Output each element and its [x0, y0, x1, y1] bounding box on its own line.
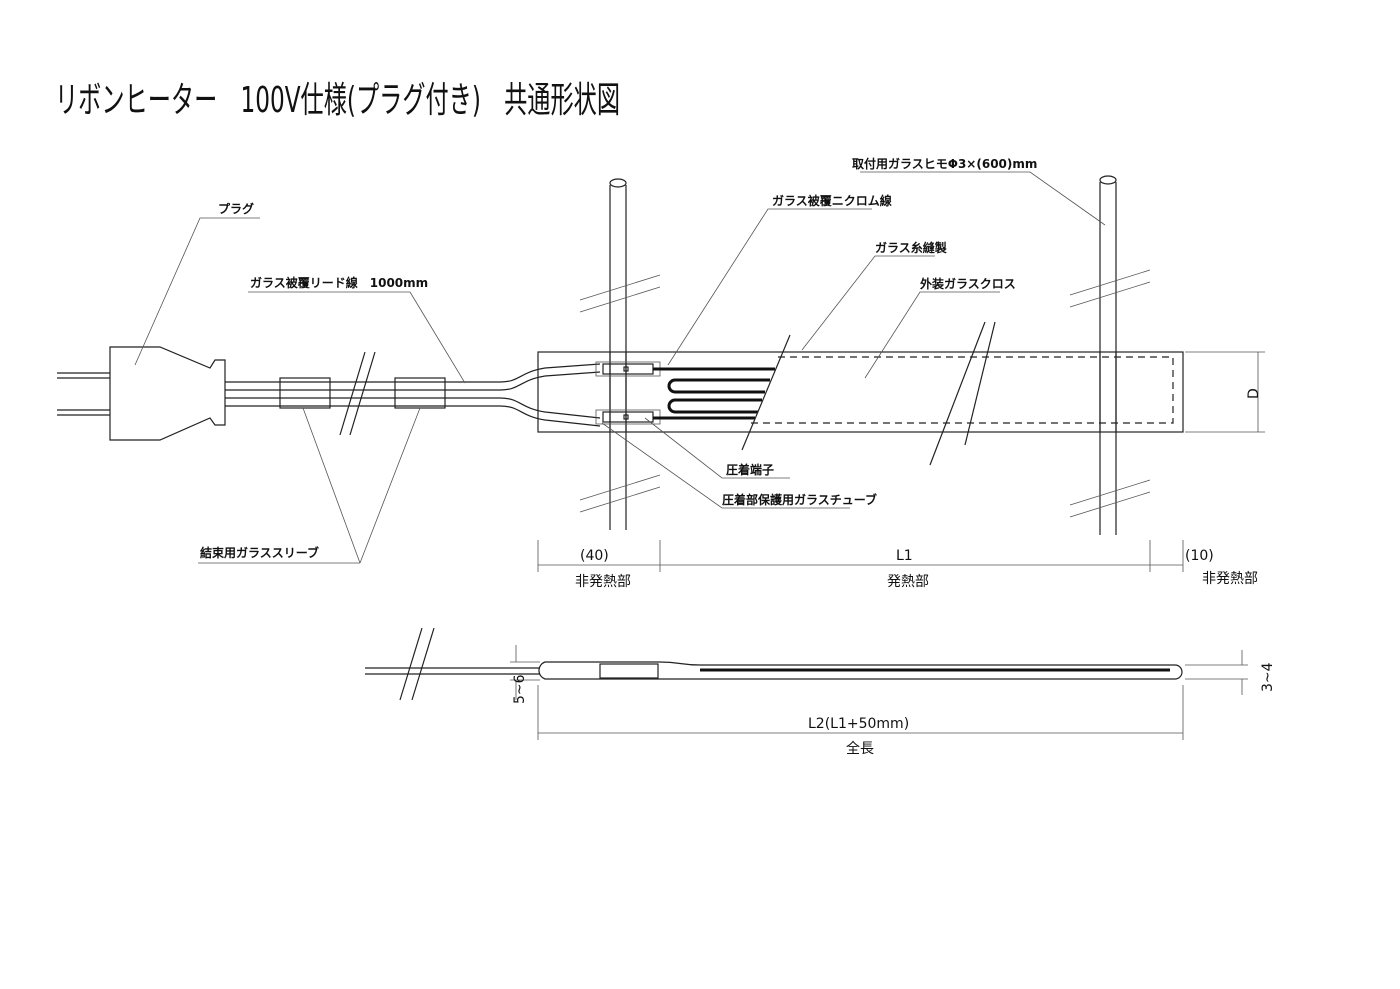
label-nichrome-wire: ガラス被覆ニクロム線 [772, 193, 892, 208]
binding-sleeve-1 [279, 377, 331, 409]
width-dimension: D [1246, 388, 1262, 399]
mounting-cords [579, 175, 1151, 535]
dim-right-name: 非発熱部 [1202, 571, 1258, 587]
side-view [365, 627, 1248, 740]
dim-left-name: 非発熱部 [575, 574, 631, 590]
label-binding-sleeve: 結束用ガラススリーブ [200, 545, 319, 560]
drawing-title: リボンヒーター 100V仕様(プラグ付き) 共通形状図 [55, 80, 620, 121]
label-glass-thread: ガラス糸縫製 [875, 240, 948, 255]
dim-body-thickness: 3~4 [1260, 662, 1276, 692]
label-plug: プラグ [218, 201, 254, 216]
crimp-terminals [595, 361, 661, 425]
dim-left-length: (40) [580, 548, 609, 564]
label-crimp-terminal: 圧着端子 [726, 462, 774, 477]
plug [57, 346, 226, 441]
dim-heat-name: 発熱部 [887, 574, 929, 590]
dim-total-name: 全長 [846, 740, 874, 757]
nichrome-wire [653, 367, 775, 420]
dim-right-length: (10) [1185, 548, 1214, 564]
stitch-line [750, 356, 1174, 424]
lead-wire [225, 351, 601, 436]
heater-body [537, 351, 1184, 433]
dim-heat-length: L1 [896, 548, 913, 564]
dim-lead-thickness: 5~6 [512, 674, 528, 704]
label-lead-wire: ガラス被覆リード線 1000mm [250, 275, 428, 290]
label-mounting-cord: 取付用ガラスヒモΦ3×(600)mm [852, 156, 1037, 171]
label-outer-cloth: 外装ガラスクロス [920, 276, 1016, 291]
dim-total-length: L2(L1+50mm) [808, 716, 909, 732]
label-crimp-tube: 圧着部保護用ガラスチューブ [722, 492, 877, 507]
